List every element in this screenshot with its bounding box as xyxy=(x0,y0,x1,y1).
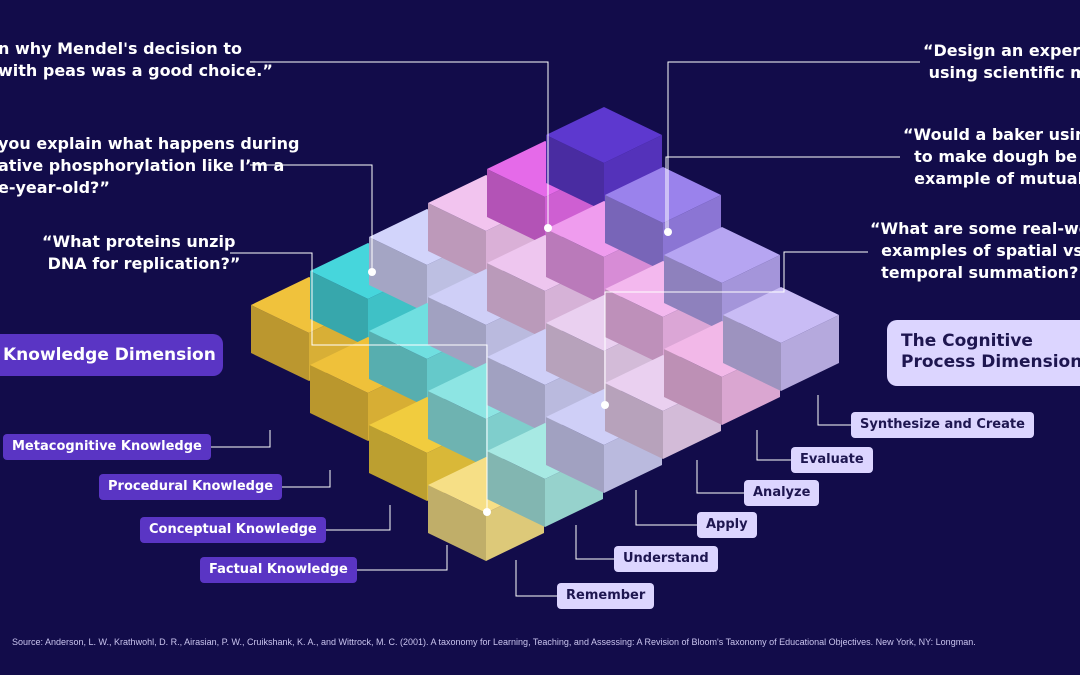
leader-line xyxy=(756,430,791,461)
leader-line xyxy=(696,460,744,494)
cube-side xyxy=(487,263,545,339)
cognitive-level-apply: Apply xyxy=(697,512,757,538)
cube-side xyxy=(428,297,486,373)
cube-side xyxy=(546,323,604,399)
leader-dot xyxy=(664,228,672,236)
cube-side xyxy=(310,365,368,441)
cube-side xyxy=(428,391,486,467)
cube-side xyxy=(723,315,781,391)
cube-side xyxy=(546,229,604,305)
leader-line xyxy=(515,560,557,597)
leader-dot xyxy=(544,224,552,232)
leader-line xyxy=(268,470,331,488)
leader-line xyxy=(348,545,448,571)
leader-line xyxy=(667,61,920,232)
knowledge-dimension-title: Knowledge Dimension xyxy=(0,334,223,376)
leader-line xyxy=(250,164,373,272)
knowledge-level-factual: Factual Knowledge xyxy=(200,557,357,583)
quote-phosphorylation: you explain what happens during ative ph… xyxy=(0,134,300,197)
cube-side xyxy=(664,349,722,425)
knowledge-level-metacognitive: Metacognitive Knowledge xyxy=(3,434,211,460)
cube-side xyxy=(428,485,486,561)
leader-line xyxy=(310,505,391,531)
leader-line xyxy=(665,156,900,232)
knowledge-level-procedural: Procedural Knowledge xyxy=(99,474,283,500)
cognitive-level-evaluate: Evaluate xyxy=(791,447,873,473)
cube-side xyxy=(605,383,663,459)
leader-line xyxy=(635,490,697,526)
cube-side xyxy=(781,315,839,391)
quote-mendel: n why Mendel's decision to with peas was… xyxy=(0,39,273,80)
leader-line xyxy=(196,430,271,448)
cube-top xyxy=(605,167,721,223)
cognitive-level-analyze: Analyze xyxy=(744,480,820,506)
leader-dot xyxy=(483,508,491,516)
quote-summation: “What are some real-wo examples of spati… xyxy=(870,219,1080,282)
quote-experiment: “Design an experim using scientific m xyxy=(923,41,1080,82)
knowledge-level-conceptual: Conceptual Knowledge xyxy=(140,517,326,543)
cognitive-dimension-title: The Cognitive Process Dimension xyxy=(887,320,1080,386)
leader-line xyxy=(250,61,549,228)
cognitive-level-create: Synthesize and Create xyxy=(851,412,1034,438)
cube-side xyxy=(310,271,368,347)
cube-top xyxy=(723,287,839,343)
cube-side xyxy=(428,203,486,279)
leader-line xyxy=(604,251,868,405)
quote-baker: “Would a baker using to make dough be a … xyxy=(903,125,1080,188)
cognitive-level-remember: Remember xyxy=(557,583,655,609)
leader-line xyxy=(230,252,488,512)
cube-side xyxy=(487,169,545,245)
cube-side xyxy=(369,425,427,501)
source-citation: Source: Anderson, L. W., Krathwohl, D. R… xyxy=(12,637,976,647)
cube-top xyxy=(664,227,780,283)
cognitive-level-understand: Understand xyxy=(614,546,718,572)
cube-side xyxy=(369,237,427,313)
cube-side xyxy=(487,357,545,433)
leader-dot xyxy=(368,268,376,276)
cube-side xyxy=(664,255,722,331)
cube-top xyxy=(546,107,662,163)
leader-line xyxy=(817,395,851,426)
cube-side xyxy=(251,305,309,381)
leader-dot xyxy=(601,401,609,409)
cube-side xyxy=(605,289,663,365)
cube-side xyxy=(487,451,545,527)
cube-side xyxy=(605,195,663,271)
cube-side xyxy=(546,417,604,493)
quote-dna: “What proteins unzip DNA for replication… xyxy=(42,232,241,273)
cube-side xyxy=(546,135,604,211)
cube-side xyxy=(369,331,427,407)
leader-line xyxy=(575,525,614,560)
